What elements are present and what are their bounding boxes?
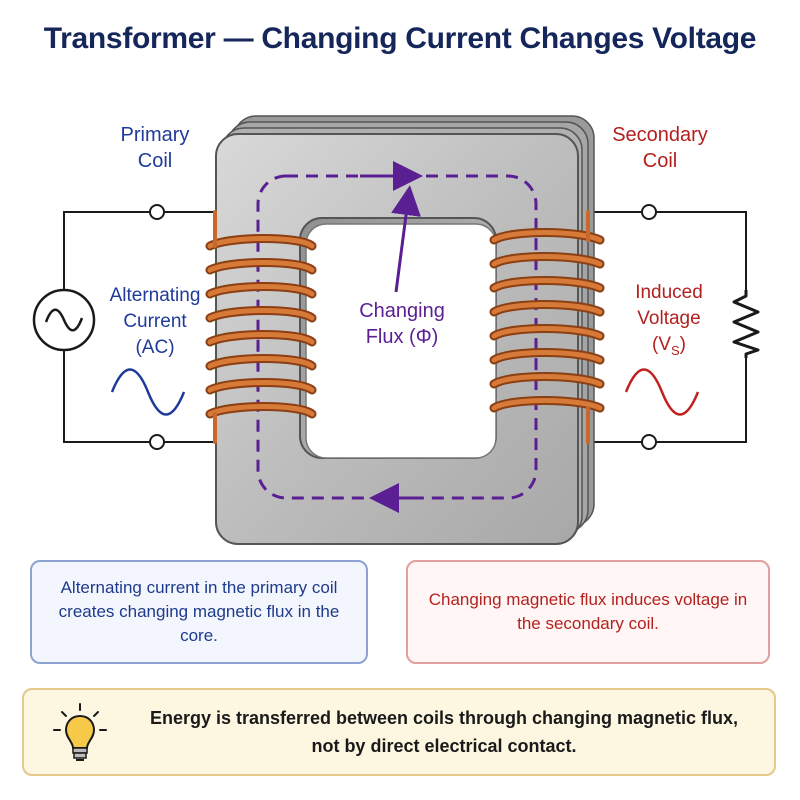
lightbulb-icon [53,703,107,761]
flux-path [256,161,538,513]
secondary-coil-label: Secondary Coil [612,124,708,172]
energy-note-text: Energy is transferred between coils thro… [149,708,739,756]
secondary-terminal-top [641,204,657,220]
primary-winding [205,210,317,444]
secondary-winding [489,210,605,444]
secondary-sine-wave [624,368,700,416]
resistor-icon [732,290,760,358]
primary-coil-label: Primary Coil [120,124,190,172]
flux-label: Changing Flux (Φ) [340,298,464,350]
primary-terminal-top [149,204,165,220]
secondary-explanation-box: Changing magnetic flux induces voltage i… [406,560,770,664]
primary-terminal-bottom [149,434,165,450]
primary-circuit [63,211,215,443]
secondary-terminal-bottom [641,434,657,450]
energy-note-box: Energy is transferred between coils thro… [22,688,776,776]
ac-label: Alternating Current (AC) [109,285,201,358]
primary-sine-wave [110,368,186,416]
ac-source-icon [32,288,96,352]
page-title: Transformer — Changing Current Changes V… [43,22,757,55]
primary-explanation-box: Alternating current in the primary coil … [30,560,368,664]
induced-voltage-label: Induced Voltage (VS) [635,282,703,358]
